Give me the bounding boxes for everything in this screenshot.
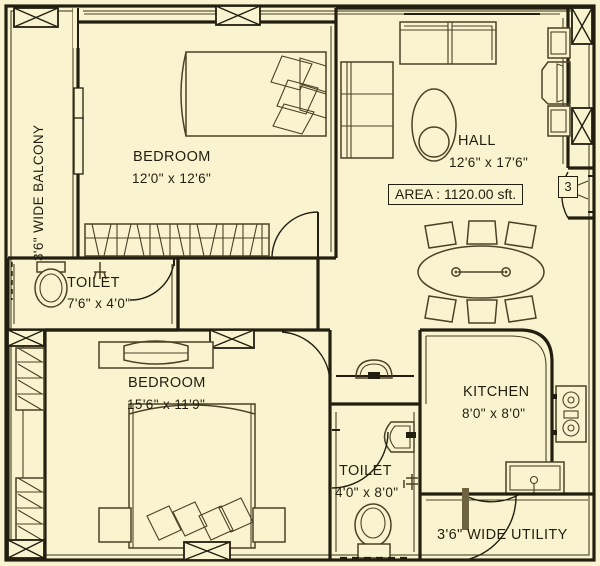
room-dim-hall: 12'6" x 17'6" (449, 155, 529, 170)
room-bedroom-2 (6, 328, 331, 561)
window-grille (15, 477, 45, 541)
room-kitchen (418, 328, 587, 495)
fixture-two-seat-sofa (399, 21, 497, 65)
door-tag-3: 3 (558, 176, 578, 198)
fixture-double-bed (98, 403, 286, 549)
room-label-hall: HALL (458, 133, 496, 149)
fixture-wardrobe (84, 223, 270, 257)
room-label-toilet-1: TOILET (67, 275, 120, 291)
room-bedroom-1 (13, 5, 338, 260)
room-label-bedroom-1: BEDROOM (133, 149, 211, 165)
room-label-utility: 3'6" WIDE UTILITY (437, 527, 568, 543)
fixture-double-bed (180, 51, 327, 137)
fixture-wash-basin (383, 421, 416, 453)
room-dim-toilet-1: 7'6" x 4'0" (67, 296, 131, 311)
fixture-tv-wall-unit (541, 27, 571, 137)
window-grille (15, 347, 45, 411)
room-dim-bedroom-1: 12'0" x 12'6" (132, 171, 212, 186)
room-toilet-2 (328, 330, 422, 560)
room-dim-kitchen: 8'0" x 8'0" (462, 406, 526, 421)
room-utility (420, 488, 594, 561)
room-label-bedroom-2: BEDROOM (128, 375, 206, 391)
room-label-balcony: 3'6" WIDE BALCONY (31, 124, 46, 261)
fixture-shower (93, 262, 107, 280)
fixture-gas-stove (553, 385, 587, 443)
fixture-water-closet (354, 503, 392, 559)
fixture-shelving-unit (340, 61, 394, 159)
room-label-toilet-2: TOILET (339, 463, 392, 479)
fixture-niche (336, 359, 414, 379)
fixture-ceiling-fan-marker (411, 88, 457, 162)
room-label-kitchen: KITCHEN (463, 384, 530, 400)
room-dim-bedroom-2: 15'6" x 11'9" (127, 397, 206, 412)
fixture-dining-chairs (424, 220, 537, 324)
fixture-dresser (98, 340, 214, 369)
fixture-kitchen-sink (505, 461, 565, 495)
room-dim-toilet-2: 4'0" x 8'0" (335, 485, 399, 500)
room-hall (336, 6, 594, 324)
fixture-oval-dining-table (417, 245, 545, 299)
fixture-water-closet (34, 261, 68, 308)
area-label: AREA : 1120.00 sft. (388, 184, 524, 205)
fixture-shower (403, 474, 418, 490)
